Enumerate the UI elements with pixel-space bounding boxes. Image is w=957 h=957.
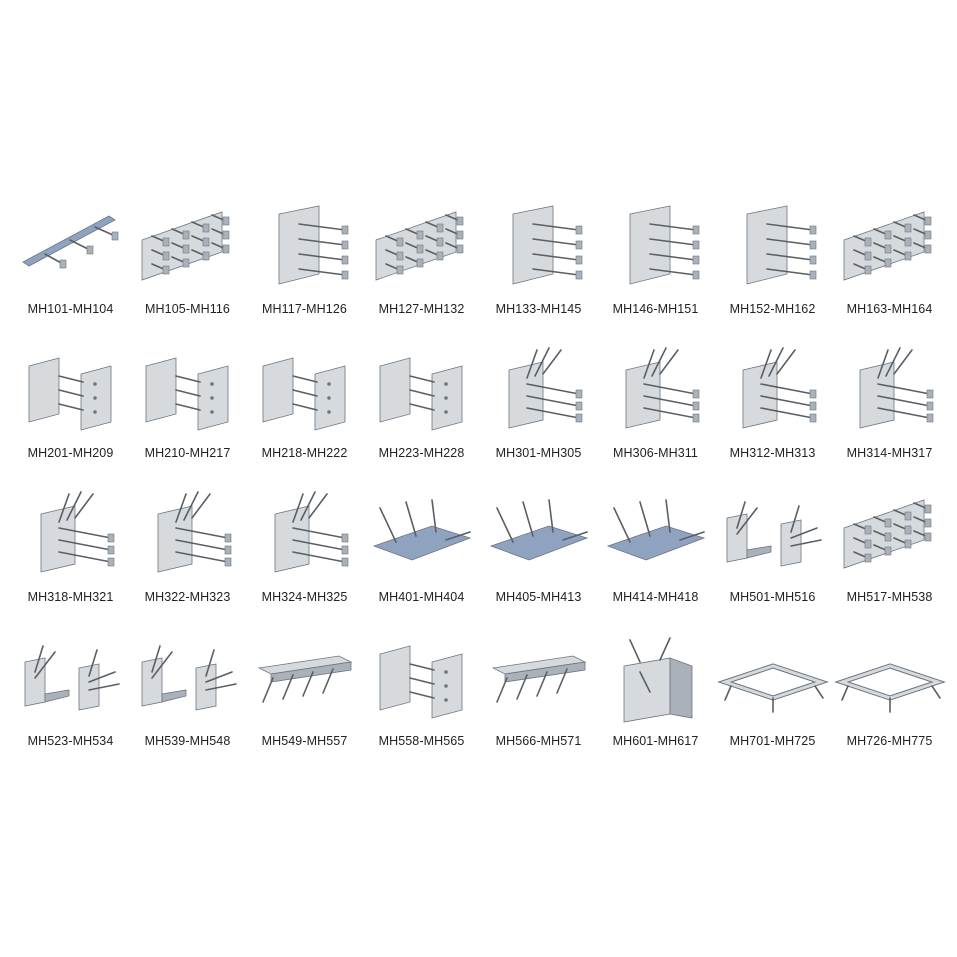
- product-thumbnail: [379, 357, 462, 431]
- product-code-label: MH566-MH571: [495, 734, 582, 748]
- product-tile[interactable]: MH127-MH132: [363, 200, 480, 344]
- product-thumbnail: [489, 499, 588, 561]
- product-tile[interactable]: MH210-MH217: [129, 344, 246, 488]
- product-thumbnail: [512, 205, 582, 285]
- product-thumbnail: [379, 645, 462, 719]
- product-thumbnail: [28, 357, 111, 431]
- product-code-label: MH218-MH222: [261, 446, 348, 460]
- product-thumbnail: [141, 645, 237, 711]
- product-tile[interactable]: MH163-MH164: [831, 200, 948, 344]
- product-tile[interactable]: MH401-MH404: [363, 488, 480, 632]
- product-code-label: MH146-MH151: [612, 302, 699, 316]
- product-tile[interactable]: MH133-MH145: [480, 200, 597, 344]
- product-code-label: MH523-MH534: [27, 734, 114, 748]
- product-tile[interactable]: MH701-MH725: [714, 632, 831, 776]
- product-thumbnail: [833, 663, 946, 713]
- product-thumbnail: [625, 347, 699, 429]
- product-thumbnail: [726, 501, 822, 567]
- product-thumbnail: [257, 655, 352, 703]
- product-thumbnail: [40, 491, 114, 573]
- product-thumbnail: [491, 655, 586, 703]
- product-code-label: MH601-MH617: [612, 734, 699, 748]
- product-code-label: MH201-MH209: [27, 446, 114, 460]
- product-code-label: MH312-MH313: [729, 446, 816, 460]
- product-thumbnail: [629, 205, 699, 285]
- product-code-label: MH405-MH413: [495, 590, 582, 604]
- product-code-label: MH133-MH145: [495, 302, 582, 316]
- product-tile[interactable]: MH152-MH162: [714, 200, 831, 344]
- product-tile[interactable]: MH201-MH209: [12, 344, 129, 488]
- product-code-label: MH301-MH305: [495, 446, 582, 460]
- product-thumbnail: [843, 211, 931, 281]
- product-code-label: MH210-MH217: [144, 446, 231, 460]
- product-tile[interactable]: MH558-MH565: [363, 632, 480, 776]
- product-thumbnail: [21, 215, 118, 269]
- product-tile[interactable]: MH549-MH557: [246, 632, 363, 776]
- product-tile[interactable]: MH601-MH617: [597, 632, 714, 776]
- product-tile[interactable]: MH146-MH151: [597, 200, 714, 344]
- product-code-label: MH322-MH323: [144, 590, 231, 604]
- product-tile[interactable]: MH223-MH228: [363, 344, 480, 488]
- product-code-label: MH401-MH404: [378, 590, 465, 604]
- product-code-label: MH701-MH725: [729, 734, 816, 748]
- product-code-label: MH152-MH162: [729, 302, 816, 316]
- product-thumbnail: [859, 347, 933, 429]
- product-thumbnail: [372, 499, 471, 561]
- product-code-label: MH117-MH126: [262, 302, 347, 316]
- product-thumbnail: [508, 347, 582, 429]
- product-code-label: MH306-MH311: [613, 446, 698, 460]
- product-code-label: MH324-MH325: [261, 590, 348, 604]
- product-tile[interactable]: MH306-MH311: [597, 344, 714, 488]
- product-code-label: MH414-MH418: [612, 590, 699, 604]
- product-thumbnail: [843, 499, 931, 569]
- product-tile[interactable]: MH314-MH317: [831, 344, 948, 488]
- product-thumbnail: [278, 205, 348, 285]
- product-tile[interactable]: MH324-MH325: [246, 488, 363, 632]
- product-thumbnail: [742, 347, 816, 429]
- product-code-label: MH101-MH104: [27, 302, 114, 316]
- product-code-label: MH539-MH548: [144, 734, 231, 748]
- product-thumbnail: [141, 211, 229, 281]
- product-thumbnail: [623, 637, 692, 723]
- product-tile[interactable]: MH312-MH313: [714, 344, 831, 488]
- product-code-label: MH558-MH565: [378, 734, 465, 748]
- product-tile[interactable]: MH101-MH104: [12, 200, 129, 344]
- product-tile[interactable]: MH301-MH305: [480, 344, 597, 488]
- product-grid: MH101-MH104 MH105-MH116 MH117-MH126 MH127-M…: [12, 200, 948, 776]
- product-tile[interactable]: MH322-MH323: [129, 488, 246, 632]
- product-thumbnail: [262, 357, 345, 431]
- product-code-label: MH105-MH116: [145, 302, 230, 316]
- product-thumbnail: [375, 211, 463, 281]
- product-thumbnail: [606, 499, 705, 561]
- product-tile[interactable]: MH726-MH775: [831, 632, 948, 776]
- product-tile[interactable]: MH414-MH418: [597, 488, 714, 632]
- product-code-label: MH318-MH321: [27, 590, 114, 604]
- product-tile[interactable]: MH539-MH548: [129, 632, 246, 776]
- product-code-label: MH127-MH132: [378, 302, 465, 316]
- product-code-label: MH223-MH228: [378, 446, 465, 460]
- product-tile[interactable]: MH566-MH571: [480, 632, 597, 776]
- product-code-label: MH549-MH557: [261, 734, 348, 748]
- product-thumbnail: [157, 491, 231, 573]
- product-code-label: MH314-MH317: [846, 446, 933, 460]
- product-code-label: MH517-MH538: [846, 590, 933, 604]
- product-thumbnail: [24, 645, 120, 711]
- product-tile[interactable]: MH318-MH321: [12, 488, 129, 632]
- product-thumbnail: [145, 357, 228, 431]
- product-code-label: MH501-MH516: [729, 590, 816, 604]
- product-code-label: MH726-MH775: [846, 734, 933, 748]
- product-thumbnail: [746, 205, 816, 285]
- product-thumbnail: [716, 663, 829, 713]
- product-tile[interactable]: MH523-MH534: [12, 632, 129, 776]
- product-tile[interactable]: MH105-MH116: [129, 200, 246, 344]
- product-thumbnail: [274, 491, 348, 573]
- product-tile[interactable]: MH218-MH222: [246, 344, 363, 488]
- product-tile[interactable]: MH517-MH538: [831, 488, 948, 632]
- product-tile[interactable]: MH117-MH126: [246, 200, 363, 344]
- product-code-label: MH163-MH164: [846, 302, 933, 316]
- product-tile[interactable]: MH405-MH413: [480, 488, 597, 632]
- product-tile[interactable]: MH501-MH516: [714, 488, 831, 632]
